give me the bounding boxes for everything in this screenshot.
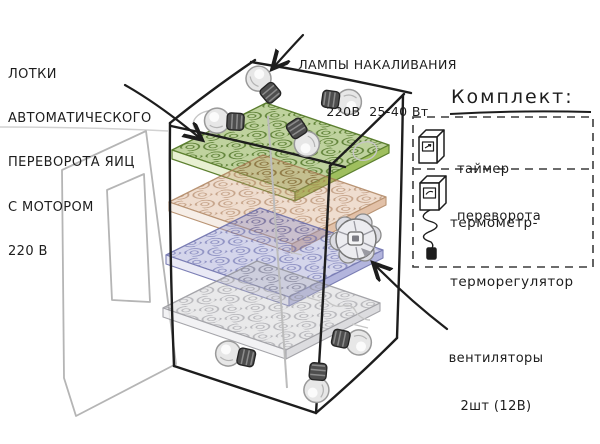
label-line: ЛАМПЫ НАКАЛИВАНИЯ: [298, 57, 457, 72]
kit-heading-underline: [449, 110, 592, 115]
light-bulb-icon: [329, 323, 375, 359]
incubator-box-outline: [168, 58, 413, 415]
label-fans: вентиляторы 2шт (12В): [445, 319, 547, 431]
fan-icon: [329, 213, 382, 264]
light-bulb-icon: [203, 106, 246, 136]
label-lamps: ЛАМПЫ НАКАЛИВАНИЯ 220В 25-40 Вт: [295, 26, 460, 135]
label-line: термометр-: [450, 215, 538, 231]
wall-sketch-line: [0, 126, 169, 132]
arrow-to-trays: [123, 83, 201, 139]
label-line: терморегулятор: [450, 273, 574, 290]
arrow-to-fan: [374, 264, 449, 331]
pointer-arrows: [123, 33, 449, 331]
light-bulb-icon: [240, 60, 287, 109]
light-bulb-icon: [302, 361, 332, 405]
label-line: 220В 25-40 Вт: [326, 103, 429, 119]
kit-heading: Комплект:: [451, 86, 574, 108]
kit-item-timer-label: таймер переворота: [457, 131, 541, 240]
kit-box: [412, 110, 594, 268]
label-line: таймер: [457, 162, 510, 177]
label-line: переворота: [457, 208, 542, 224]
label-line: АВТОМАТИЧЕСКОГО: [8, 110, 152, 126]
thermostat-device-icon: [419, 175, 447, 260]
kit-item-thermostat-label: термометр- терморегулятор: [450, 175, 574, 312]
kit-dashed-border: [412, 116, 594, 268]
label-egg-trays: ЛОТКИ АВТОМАТИЧЕСКОГО ПЕРЕВОРОТА ЯИЦ С М…: [8, 38, 152, 275]
timer-device-icon: [418, 129, 445, 164]
label-line: вентиляторы: [448, 351, 544, 366]
label-line: С МОТОРОМ: [8, 199, 94, 215]
turning-rod: [267, 115, 288, 389]
label-line: ПЕРЕВОРОТА ЯИЦ: [8, 155, 135, 171]
egg-tray-gray: [162, 260, 381, 360]
arrow-to-lamps: [273, 33, 305, 68]
label-line: 2шт (12В): [460, 399, 532, 414]
label-line: 220 В: [8, 244, 48, 260]
label-line: ЛОТКИ: [8, 66, 57, 82]
door-panel-icon: [61, 130, 177, 417]
